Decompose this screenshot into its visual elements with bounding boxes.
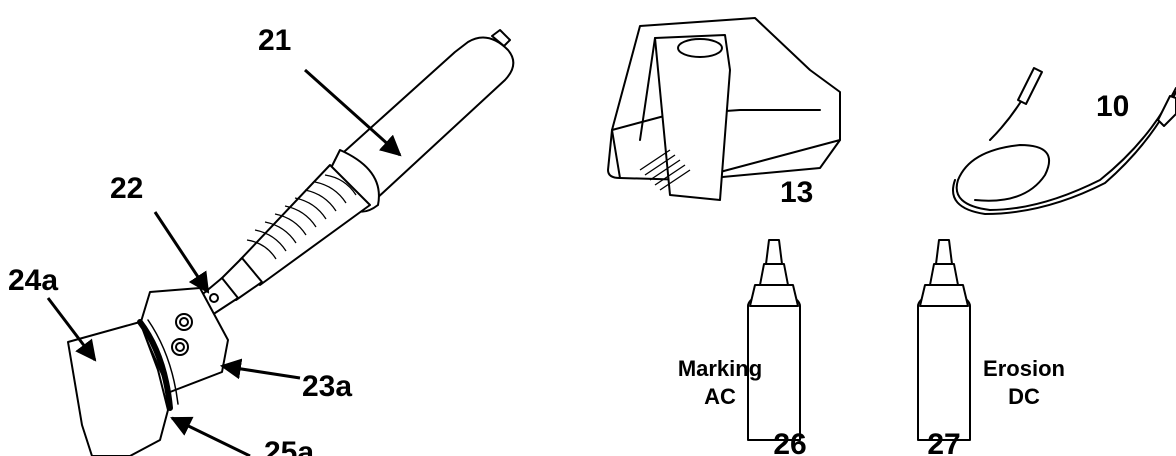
stand-drawing bbox=[607, 17, 841, 201]
label-26-text-2: AC bbox=[704, 384, 736, 409]
leader-24a bbox=[46, 297, 97, 362]
label-21: 21 bbox=[258, 24, 291, 57]
label-26-text-1: Marking bbox=[678, 356, 762, 381]
label-24a: 24a bbox=[8, 264, 58, 297]
label-27-text-2: DC bbox=[1008, 384, 1040, 409]
leader-21 bbox=[303, 68, 402, 157]
label-22: 22 bbox=[110, 172, 143, 205]
bellows-ribs bbox=[246, 174, 357, 260]
label-25a: 25a bbox=[264, 436, 314, 456]
bottle-26-drawing bbox=[747, 239, 801, 441]
wand-drawing bbox=[67, 29, 515, 456]
leader-23a bbox=[219, 358, 301, 380]
cable-drawing bbox=[952, 67, 1176, 215]
label-13: 13 bbox=[780, 176, 813, 209]
label-10: 10 bbox=[1096, 90, 1129, 123]
label-27-text-1: Erosion bbox=[983, 356, 1065, 381]
leader-22 bbox=[153, 211, 210, 294]
label-27: 27 bbox=[927, 428, 960, 456]
label-23a: 23a bbox=[302, 370, 352, 403]
label-26: 26 bbox=[773, 428, 806, 456]
bottle-27-drawing bbox=[917, 239, 971, 441]
leader-25a bbox=[170, 416, 251, 456]
